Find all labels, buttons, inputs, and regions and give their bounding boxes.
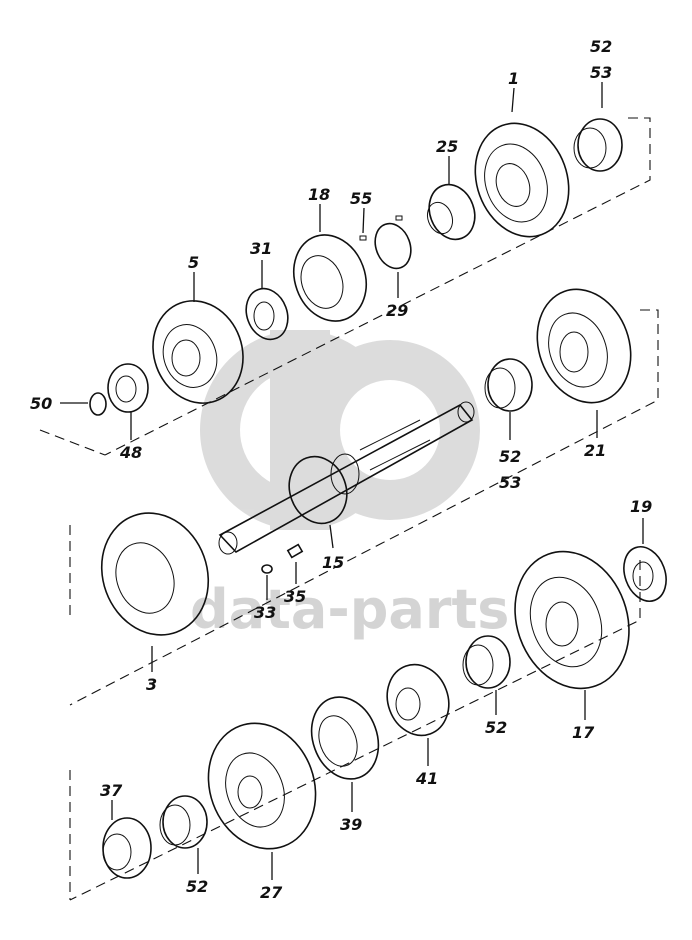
callout-5: 5 xyxy=(188,253,199,272)
part-52-bearing-middle xyxy=(484,358,533,412)
callout-50: 50 xyxy=(30,394,52,413)
callout-33: 33 xyxy=(254,603,276,622)
callout-29: 29 xyxy=(386,301,408,320)
callout-55: 55 xyxy=(350,189,372,208)
callout-18: 18 xyxy=(308,185,330,204)
callout-52-middle: 52 xyxy=(499,447,521,466)
callout-27: 27 xyxy=(260,883,283,902)
part-52-bearing-top xyxy=(573,118,623,172)
part-48-bearing xyxy=(107,363,149,413)
callout-52-top: 52 xyxy=(590,37,612,56)
part-37-sleeve xyxy=(102,817,152,879)
callout-3: 3 xyxy=(146,675,157,694)
callout-31: 31 xyxy=(250,239,272,258)
callout-53-middle: 53 xyxy=(499,473,521,492)
part-19-washer xyxy=(623,546,667,602)
callout-1: 1 xyxy=(508,69,519,88)
part-18-gear xyxy=(293,234,367,322)
part-52-bearing-lower xyxy=(462,635,511,689)
callout-21: 21 xyxy=(584,441,606,460)
part-17-gear xyxy=(514,550,630,690)
part-5-synchronizer xyxy=(152,300,244,404)
leader-lines xyxy=(60,82,644,880)
part-50-circlip xyxy=(89,392,107,416)
callout-41: 41 xyxy=(415,769,438,788)
callout-25: 25 xyxy=(436,137,458,156)
assembly-outline-lower xyxy=(69,560,641,901)
part-29-ring xyxy=(374,222,412,270)
callout-15: 15 xyxy=(322,553,344,572)
part-21-gear xyxy=(536,288,632,404)
part-39-ring xyxy=(310,696,380,780)
watermark-text: data-parts xyxy=(190,578,509,641)
assembly-outline-upper xyxy=(39,117,651,456)
part-41-hub xyxy=(386,663,450,737)
callout-39: 39 xyxy=(340,815,362,834)
part-31-washer xyxy=(245,287,289,341)
assembly-outline-middle xyxy=(69,309,659,706)
watermark-logo xyxy=(200,330,480,530)
callout-52-bottom: 52 xyxy=(186,877,208,896)
part-1-gear xyxy=(474,122,570,238)
part-15-mainshaft xyxy=(218,401,475,555)
callout-48: 48 xyxy=(119,443,142,462)
part-52-bearing-bottom xyxy=(159,795,208,849)
part-25-sleeve xyxy=(426,183,476,241)
part-3-ring xyxy=(100,512,210,636)
callout-52-lower: 52 xyxy=(485,718,507,737)
callout-53-top: 53 xyxy=(590,63,612,82)
callout-labels: 1 52 53 25 55 18 29 31 5 50 48 52 53 21 … xyxy=(30,37,652,902)
callout-35: 35 xyxy=(284,587,306,606)
part-33-ball xyxy=(261,564,273,574)
callout-19: 19 xyxy=(630,497,652,516)
callout-17: 17 xyxy=(572,723,595,742)
part-35-spring xyxy=(286,543,304,559)
part-55-pins xyxy=(359,215,403,241)
part-27-gear xyxy=(207,722,317,850)
callout-37: 37 xyxy=(100,781,123,800)
